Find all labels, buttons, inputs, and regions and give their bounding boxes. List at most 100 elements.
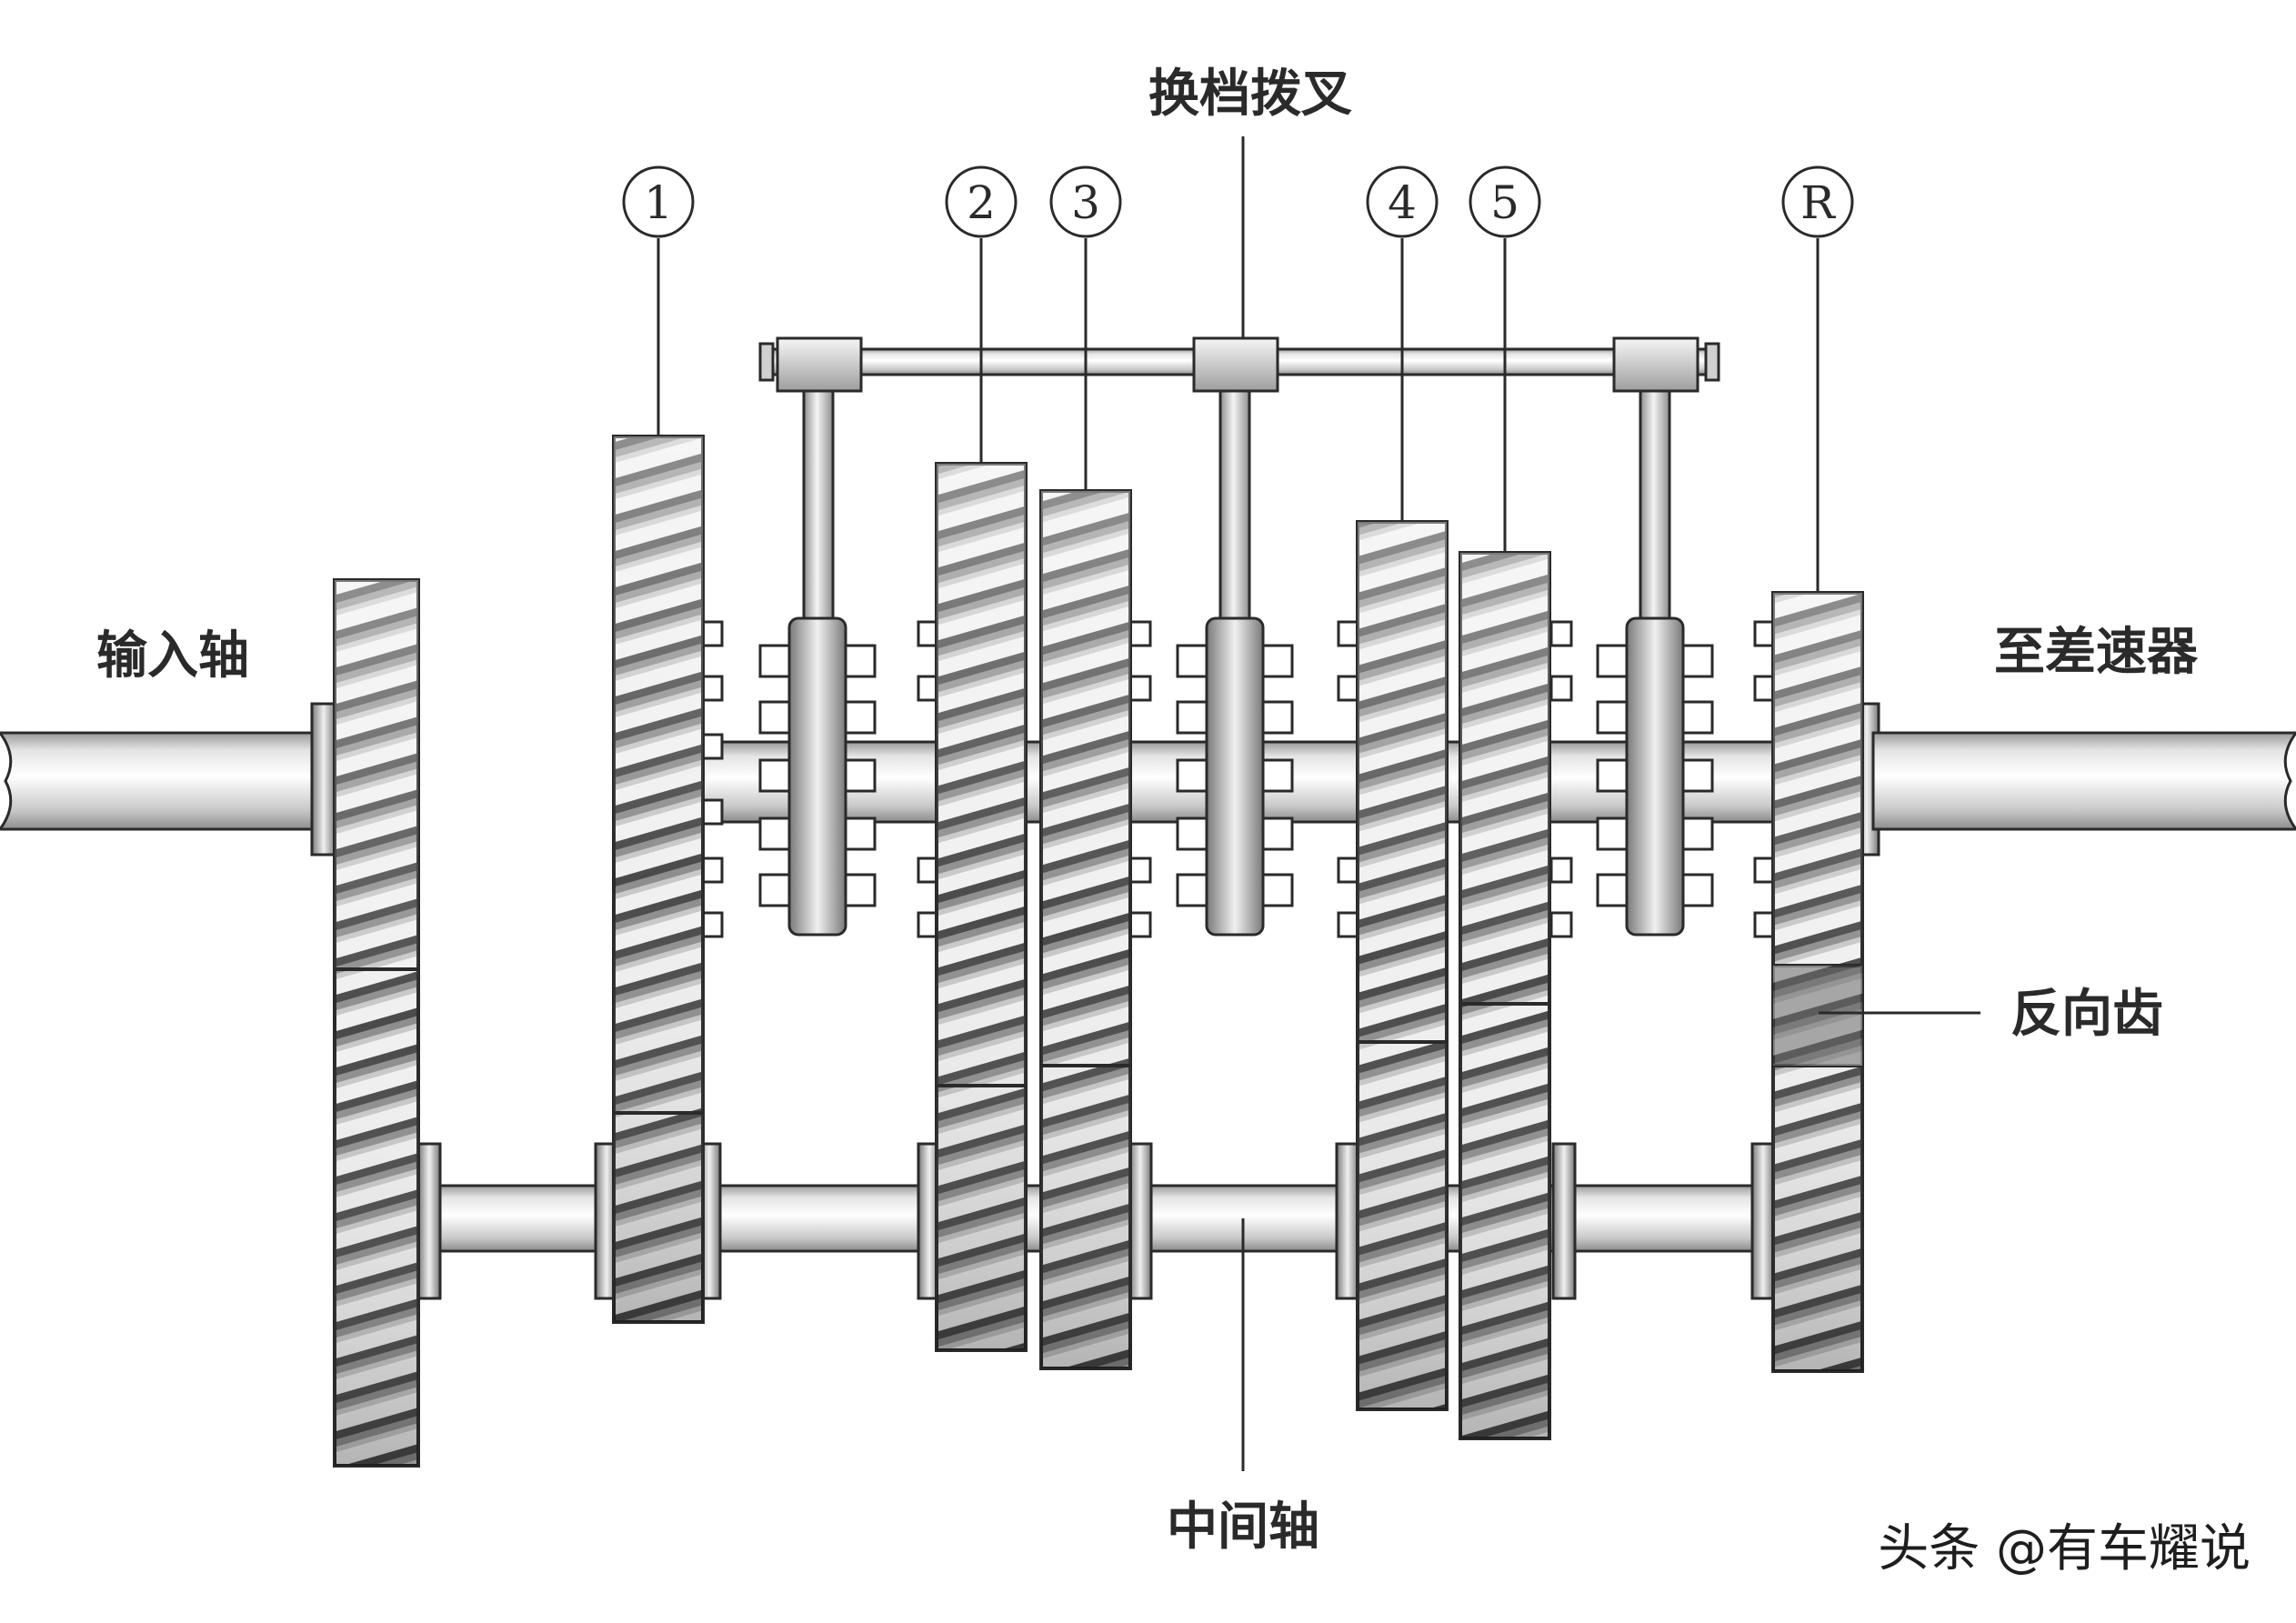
gear-marker-2: 2 bbox=[945, 165, 1018, 464]
input-shaft-label: 输入轴 bbox=[96, 626, 249, 686]
dog-tooth bbox=[1549, 620, 1573, 647]
synchro-tooth bbox=[758, 873, 791, 907]
marker-label: 5 bbox=[1490, 176, 1519, 229]
synchro-tooth bbox=[1261, 700, 1294, 735]
dog-tooth bbox=[700, 620, 724, 647]
rail-end-cap bbox=[758, 342, 775, 382]
gear-marker-1: 1 bbox=[622, 165, 695, 436]
gear-dog-teeth bbox=[700, 620, 1777, 938]
dog-tooth bbox=[1549, 911, 1573, 938]
dog-tooth bbox=[700, 911, 724, 938]
gear-marker-r: R bbox=[1781, 165, 1854, 593]
input-shaft-collar bbox=[310, 702, 337, 857]
fork-rod bbox=[802, 389, 835, 622]
dog-tooth bbox=[700, 675, 724, 702]
gear-2 bbox=[935, 462, 1028, 1352]
gear-5 bbox=[1459, 551, 1551, 1440]
fork-block bbox=[1612, 336, 1699, 393]
synchro-tooth bbox=[758, 644, 791, 678]
gear-input-drive bbox=[333, 578, 420, 1468]
watermark-text: 头条 @有车耀说 bbox=[1878, 1519, 2251, 1578]
marker-circle bbox=[1049, 165, 1122, 238]
synchro-hub bbox=[1205, 616, 1265, 937]
synchro-tooth bbox=[1596, 873, 1629, 907]
marker-label: 3 bbox=[1071, 176, 1100, 229]
shift-fork-label: 换档拨叉 bbox=[1148, 64, 1352, 124]
synchro-tooth bbox=[1596, 758, 1629, 793]
input-shaft-body bbox=[0, 731, 325, 831]
countershaft-collar bbox=[1128, 1142, 1153, 1300]
synchro-tooth bbox=[758, 817, 791, 851]
countershaft-label: 中间轴 bbox=[1167, 1497, 1319, 1557]
synchro-tooth bbox=[1261, 873, 1294, 907]
dog-tooth bbox=[700, 798, 724, 826]
synchronizer-5-r bbox=[1596, 616, 1714, 937]
fork-block bbox=[776, 336, 863, 393]
to-differential-label: 至差速器 bbox=[1994, 622, 2199, 682]
gear-marker-4: 4 bbox=[1366, 165, 1439, 522]
marker-circle bbox=[1366, 165, 1439, 238]
gear-4 bbox=[1356, 520, 1449, 1411]
reverse-gear-label: 反向齿 bbox=[2010, 984, 2163, 1044]
synchro-tooth bbox=[844, 700, 877, 735]
fork-rod bbox=[1218, 389, 1251, 622]
gear-1 bbox=[612, 435, 705, 1324]
synchro-tooth bbox=[1176, 700, 1208, 735]
synchro-tooth bbox=[844, 817, 877, 851]
synchro-tooth bbox=[1261, 644, 1294, 678]
synchro-hub bbox=[1625, 616, 1685, 937]
dog-tooth bbox=[700, 857, 724, 884]
synchronizer-3-4 bbox=[1176, 616, 1294, 937]
dog-tooth bbox=[1549, 857, 1573, 884]
synchro-tooth bbox=[1176, 758, 1208, 793]
synchro-tooth bbox=[1261, 817, 1294, 851]
countershaft-collar bbox=[1335, 1142, 1360, 1300]
synchro-tooth bbox=[1176, 817, 1208, 851]
dog-tooth bbox=[1337, 911, 1360, 938]
synchro-tooth bbox=[1176, 644, 1208, 678]
synchro-tooth bbox=[1681, 817, 1714, 851]
synchro-tooth bbox=[844, 758, 877, 793]
synchro-tooth bbox=[1596, 817, 1629, 851]
synchro-tooth bbox=[1596, 700, 1629, 735]
output-shaft-break bbox=[2283, 732, 2296, 830]
gear-3 bbox=[1039, 489, 1132, 1370]
countershaft-collar bbox=[1551, 1142, 1577, 1300]
synchro-tooth bbox=[1681, 873, 1714, 907]
dog-tooth bbox=[1128, 911, 1152, 938]
dog-tooth bbox=[1128, 620, 1152, 647]
rail-end-cap bbox=[1704, 342, 1720, 382]
dog-tooth bbox=[1128, 675, 1152, 702]
marker-circle bbox=[622, 165, 695, 238]
marker-circle bbox=[1469, 165, 1541, 238]
synchro-tooth bbox=[1176, 873, 1208, 907]
gear-marker-5: 5 bbox=[1469, 165, 1541, 553]
marker-label: 4 bbox=[1388, 176, 1417, 229]
dog-tooth bbox=[1128, 857, 1152, 884]
synchro-tooth bbox=[1596, 644, 1629, 678]
marker-label: R bbox=[1800, 176, 1836, 229]
dog-tooth bbox=[1337, 675, 1360, 702]
synchro-tooth bbox=[844, 873, 877, 907]
synchro-tooth bbox=[1681, 644, 1714, 678]
countershaft-collar bbox=[416, 1142, 442, 1300]
synchro-tooth bbox=[758, 700, 791, 735]
input-shaft-break bbox=[0, 732, 13, 830]
shift-fork-assembly bbox=[758, 136, 1720, 622]
countershaft-collar bbox=[1750, 1142, 1776, 1300]
synchro-tooth bbox=[1681, 758, 1714, 793]
marker-label: 1 bbox=[644, 176, 673, 229]
fork-rod bbox=[1639, 389, 1671, 622]
dog-tooth bbox=[700, 733, 724, 760]
dog-tooth bbox=[1337, 620, 1360, 647]
synchro-tooth bbox=[844, 644, 877, 678]
synchro-hub bbox=[787, 616, 847, 937]
synchro-tooth bbox=[1261, 758, 1294, 793]
output-shaft-body bbox=[1871, 731, 2296, 831]
synchronizer-1-2 bbox=[758, 616, 877, 937]
gear-reverse bbox=[1771, 591, 1864, 1373]
fork-block bbox=[1192, 336, 1279, 393]
synchro-tooth bbox=[758, 758, 791, 793]
marker-circle bbox=[945, 165, 1018, 238]
